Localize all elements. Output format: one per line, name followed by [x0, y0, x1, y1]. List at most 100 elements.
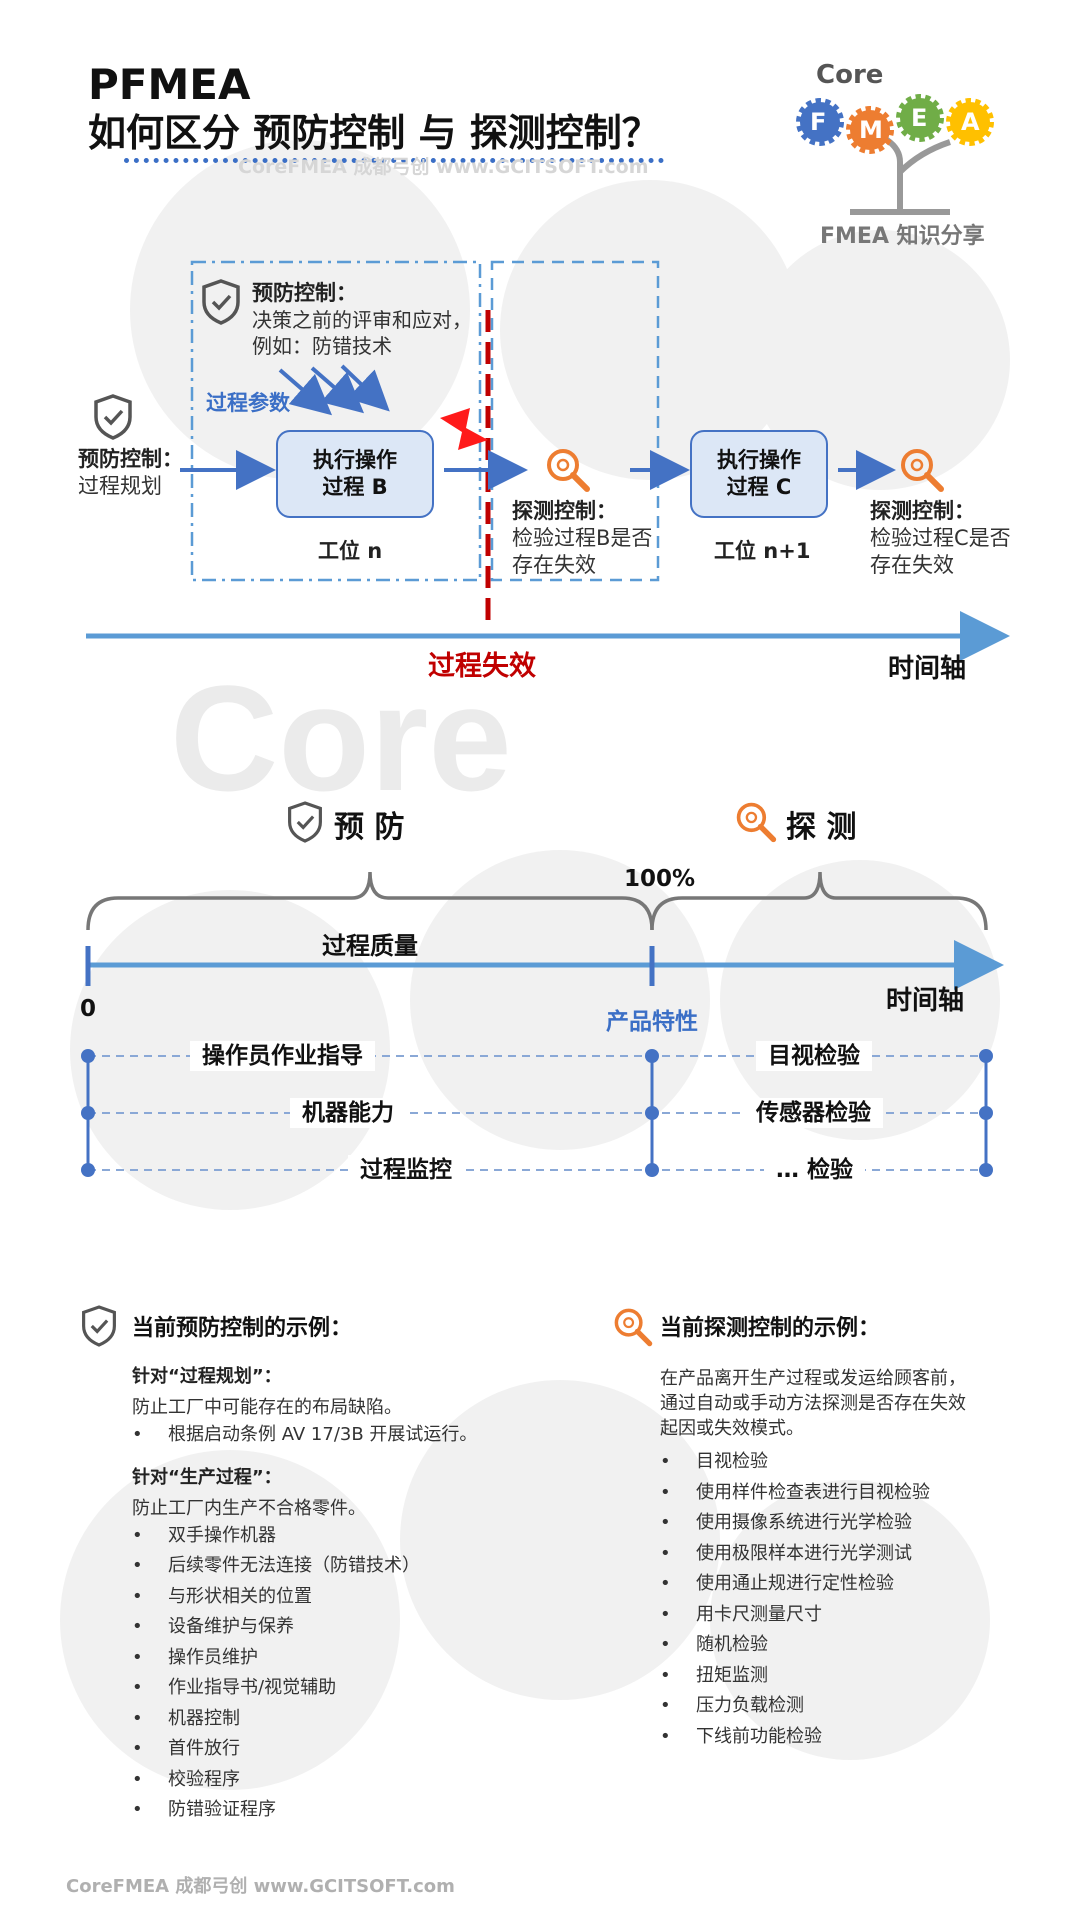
time-axis-label-1: 时间轴 [888, 654, 967, 684]
op-b-line1: 执行操作 [313, 448, 397, 472]
prevention-group2-desc: 防止工厂内生产不合格零件。 [132, 1497, 366, 1519]
footer-text: CoreFMEA 成都弓创 www.GCITSOFT.com [66, 1876, 455, 1897]
logo-letter-e: E [911, 104, 928, 132]
title-underline [124, 158, 664, 163]
row-2-right: 传感器检验 [744, 1098, 883, 1128]
list-item: 机器控制 [132, 1704, 552, 1735]
row-1-left: 操作员作业指导 [190, 1041, 375, 1071]
detection-desc-line1: 在产品离开生产过程或发运给顾客前， [660, 1368, 966, 1389]
detection-list: 目视检验使用样件检查表进行目视检验使用摄像系统进行光学检验使用极限样本进行光学测… [660, 1447, 1060, 1752]
lightning-icon [440, 408, 488, 450]
prevention-group1-title: 针对“过程规划”： [132, 1366, 282, 1387]
detect-b-line1: 检验过程B是否 [512, 526, 653, 550]
magnifier-icon [547, 449, 590, 492]
logo-letter-a: A [961, 108, 980, 136]
list-item: 使用极限样本进行光学测试 [660, 1539, 1060, 1570]
detect-c-line2: 存在失效 [870, 553, 954, 577]
prevention-note-line1: 决策之前的评审和应对， [252, 308, 472, 332]
list-item: 使用样件检查表进行目视检验 [660, 1478, 1060, 1509]
magnifier-icon [614, 1308, 653, 1347]
time-axis-label-2: 时间轴 [886, 986, 965, 1016]
process-params-label: 过程参数 [206, 391, 290, 415]
magnifier-icon [901, 449, 944, 492]
prevention-brace [86, 871, 654, 931]
logo-letter-m: M [859, 116, 883, 144]
row-1-right: 目视检验 [756, 1041, 872, 1071]
list-item: 根据启动条例 AV 17/3B 开展试运行。 [132, 1420, 552, 1451]
list-item: 使用摄像系统进行光学检验 [660, 1508, 1060, 1539]
list-item: 作业指导书/视觉辅助 [132, 1673, 552, 1704]
list-item: 后续零件无法连接（防错技术） [132, 1551, 552, 1582]
row-3-right: … 检验 [764, 1155, 866, 1185]
percent-label: 100% [624, 866, 696, 892]
list-item: 用卡尺测量尺寸 [660, 1600, 1060, 1631]
prevention-control-note: 预防控制： 决策之前的评审和应对， 例如：防错技术 [252, 280, 492, 359]
op-b-line2: 过程 B [322, 475, 388, 499]
process-failure-label: 过程失效 [428, 651, 536, 682]
op-c-line1: 执行操作 [717, 448, 801, 472]
logo-gears [796, 94, 994, 215]
prevention-group2-list: 双手操作机器后续零件无法连接（防错技术）与形状相关的位置设备维护与保养操作员维护… [132, 1521, 552, 1826]
list-item: 压力负载检测 [660, 1691, 1060, 1722]
detection-label: 探 测 [786, 810, 857, 845]
prevention-group1-desc: 防止工厂中可能存在的布局缺陷。 [132, 1397, 402, 1418]
row-3-left: 过程监控 [348, 1155, 464, 1185]
detection-desc-line2: 通过自动或手动方法探测是否存在失效 [660, 1393, 966, 1414]
product-characteristic-label: 产品特性 [606, 1009, 698, 1035]
shield-check-icon [288, 801, 322, 843]
op-c-line2: 过程 C [726, 475, 792, 499]
detection-examples-heading: 当前探测控制的示例： [660, 1316, 881, 1341]
shield-check-icon [202, 279, 240, 325]
left-prevention-label: 预防控制： 过程规划 [78, 446, 183, 500]
prevention-label: 预 防 [334, 810, 405, 845]
list-item: 与形状相关的位置 [132, 1582, 552, 1613]
list-item: 目视检验 [660, 1447, 1060, 1478]
page-subtitle: 如何区分 预防控制 与 探测控制？ [88, 111, 660, 155]
detection-b-label: 探测控制： 检验过程B是否 存在失效 [512, 498, 652, 579]
detection-desc-line3: 起因或失效模式。 [660, 1418, 804, 1439]
list-item: 设备维护与保养 [132, 1612, 552, 1643]
list-item: 校验程序 [132, 1765, 552, 1796]
list-item: 使用通止规进行定性检验 [660, 1569, 1060, 1600]
process-quality-label: 过程质量 [322, 932, 418, 960]
prevention-note-title: 预防控制： [252, 281, 357, 305]
left-prevention-title: 预防控制： [78, 447, 183, 471]
detection-zone-frame [490, 260, 660, 582]
page-title: PFMEA [88, 60, 251, 109]
station-n-label: 工位 n [318, 539, 383, 563]
zero-label: 0 [80, 996, 97, 1022]
detect-b-title: 探测控制： [512, 499, 617, 523]
header-watermark: CoreFMEA 成都弓创 www.GCITSOFT.com [238, 156, 649, 178]
prevention-note-line2: 例如：防错技术 [252, 334, 392, 358]
station-n1-label: 工位 n+1 [714, 539, 811, 563]
list-item: 首件放行 [132, 1734, 552, 1765]
shield-check-icon [82, 1305, 116, 1347]
detect-b-line2: 存在失效 [512, 553, 596, 577]
prevention-group2-title: 针对“生产过程”： [132, 1466, 282, 1488]
row-2-left: 机器能力 [290, 1098, 406, 1128]
detect-c-line1: 检验过程C是否 [870, 526, 1011, 550]
logo-caption: FMEA 知识分享 [820, 224, 985, 249]
prevention-zone-frame [190, 260, 482, 582]
prevention-examples-heading: 当前预防控制的示例： [132, 1316, 353, 1341]
detection-c-label: 探测控制： 检验过程C是否 存在失效 [870, 498, 1011, 579]
corefmea-logo: Core F M E A FMEA 知识分享 [790, 60, 1010, 250]
list-item: 随机检验 [660, 1630, 1060, 1661]
detection-brace [650, 871, 988, 931]
list-item: 操作员维护 [132, 1643, 552, 1674]
list-item: 防错验证程序 [132, 1795, 552, 1826]
operation-b-box: 执行操作过程 B [276, 430, 434, 518]
list-item: 双手操作机器 [132, 1521, 552, 1552]
prevention-examples: 针对“过程规划”： 防止工厂中可能存在的布局缺陷。 根据启动条例 AV 17/3… [132, 1364, 552, 1826]
magnifier-icon [736, 802, 777, 843]
detect-c-title: 探测控制： [870, 499, 975, 523]
logo-word: Core [816, 60, 884, 90]
logo-letter-f: F [810, 108, 827, 136]
prevention-group1-list: 根据启动条例 AV 17/3B 开展试运行。 [132, 1420, 552, 1451]
operation-c-box: 执行操作过程 C [690, 430, 828, 518]
process-diagram-lines [86, 260, 1010, 661]
left-prevention-text: 过程规划 [78, 474, 162, 498]
detection-examples: 在产品离开生产过程或发运给顾客前， 通过自动或手动方法探测是否存在失效 起因或失… [660, 1366, 1060, 1752]
list-item: 下线前功能检验 [660, 1722, 1060, 1753]
shield-check-icon [94, 394, 132, 440]
